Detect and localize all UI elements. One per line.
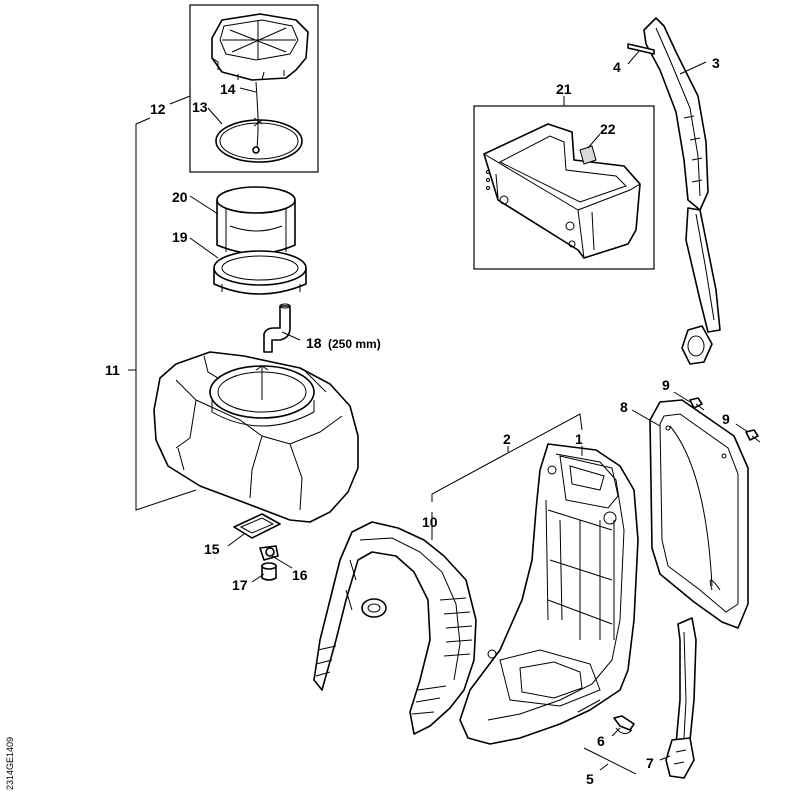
- plug: [261, 562, 277, 581]
- strainer: [216, 186, 296, 255]
- hose-length: (250 mm): [328, 337, 381, 351]
- shoulder-strap: [643, 17, 721, 365]
- callout-13: 13: [192, 99, 208, 115]
- callout-8: 8: [620, 399, 628, 415]
- callout-21: 21: [556, 81, 572, 97]
- callout-18: 18: [306, 335, 322, 351]
- screw: [745, 429, 761, 443]
- callout-12: 12: [150, 101, 166, 117]
- tool-box: [483, 123, 641, 259]
- callout-10: 10: [422, 514, 438, 530]
- callout-20: 20: [172, 189, 188, 205]
- callout-5: 5: [586, 771, 594, 787]
- callout-6: 6: [597, 733, 605, 749]
- drawing-code-label: 2314GE1409: [5, 737, 15, 790]
- callout-9b: 9: [722, 411, 730, 427]
- callout-7: 7: [646, 755, 654, 771]
- callout-19: 19: [172, 229, 188, 245]
- callout-17: 17: [232, 577, 248, 593]
- hose: [263, 303, 291, 353]
- frame-housing: [459, 443, 639, 745]
- hip-strap: [665, 617, 697, 779]
- leader-lines: [128, 49, 749, 775]
- gasket-ring: [215, 119, 303, 163]
- callout-22: 22: [600, 121, 616, 137]
- callout-15: 15: [204, 541, 220, 557]
- buckle: [627, 43, 655, 55]
- callout-labels: 1 2 3 4 5 6 7 8 9 9 10 11 12 13 14 15 16…: [105, 55, 730, 787]
- strainer-ring: [213, 250, 307, 295]
- drawing-code: 2314GE1409: [5, 737, 15, 790]
- callout-4: 4: [613, 59, 621, 75]
- retainer-cord: [252, 81, 263, 154]
- seal-gasket: [233, 513, 281, 539]
- screw: [689, 397, 705, 411]
- tank: [153, 351, 359, 523]
- cap-kit-box: [189, 4, 319, 173]
- callout-16: 16: [292, 567, 308, 583]
- callout-11: 11: [105, 362, 120, 378]
- callout-2: 2: [503, 431, 511, 447]
- side-cover: [313, 521, 477, 735]
- callout-14: 14: [220, 81, 236, 97]
- back-frame: [649, 399, 749, 629]
- hook: [613, 715, 635, 734]
- callout-9a: 9: [662, 377, 670, 393]
- callout-1: 1: [575, 431, 583, 447]
- callout-3: 3: [712, 55, 720, 71]
- tank-cap: [211, 13, 309, 81]
